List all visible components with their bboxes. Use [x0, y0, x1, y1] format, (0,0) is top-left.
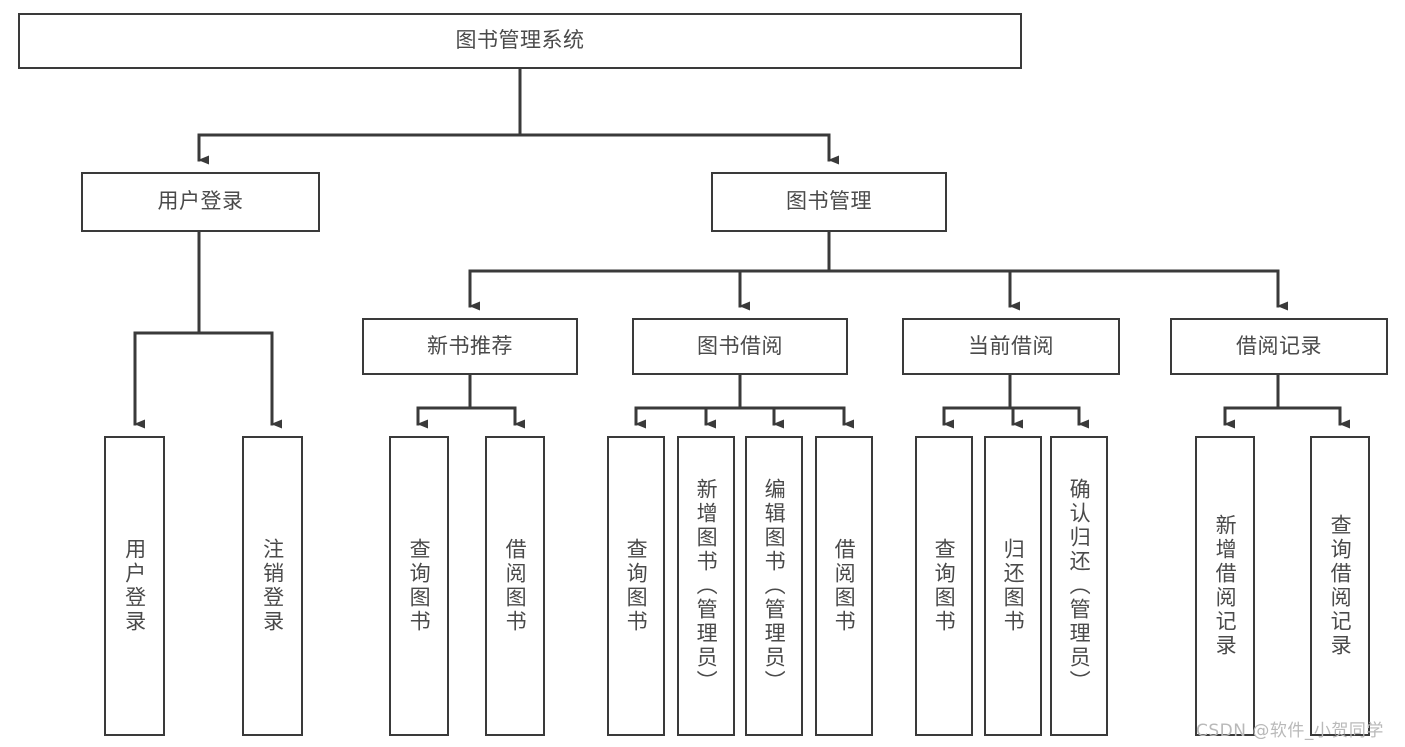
- node-leaf-query-book-label: 查询图书: [624, 538, 649, 634]
- node-leaf-user-login[interactable]: 用户登录: [104, 436, 165, 736]
- node-leaf-confirm-return[interactable]: 确认归还（管理员）: [1050, 436, 1108, 736]
- node-borrow-record-label: 借阅记录: [1236, 333, 1322, 358]
- node-leaf-user-login-label: 用户登录: [122, 538, 147, 634]
- node-leaf-return-book-label: 归还图书: [1001, 538, 1026, 634]
- node-leaf-query-book-cur[interactable]: 查询图书: [915, 436, 973, 736]
- node-leaf-confirm-return-label: 确认归还（管理员）: [1067, 478, 1092, 694]
- node-new-book-rec[interactable]: 新书推荐: [362, 318, 578, 375]
- node-book-borrow[interactable]: 图书借阅: [632, 318, 848, 375]
- node-leaf-return-book[interactable]: 归还图书: [984, 436, 1042, 736]
- node-root-label: 图书管理系统: [455, 28, 585, 53]
- node-borrow-record[interactable]: 借阅记录: [1170, 318, 1388, 375]
- node-user-login-label: 用户登录: [157, 189, 244, 214]
- node-leaf-borrow-book-rec-label: 借阅图书: [503, 538, 528, 634]
- node-leaf-query-book-cur-label: 查询图书: [932, 538, 957, 634]
- node-leaf-query-record[interactable]: 查询借阅记录: [1310, 436, 1370, 736]
- node-current-borrow[interactable]: 当前借阅: [902, 318, 1120, 375]
- node-leaf-add-record[interactable]: 新增借阅记录: [1195, 436, 1255, 736]
- node-current-borrow-label: 当前借阅: [968, 333, 1054, 358]
- node-leaf-add-book[interactable]: 新增图书（管理员）: [677, 436, 735, 736]
- node-leaf-query-book-rec[interactable]: 查询图书: [389, 436, 449, 736]
- node-user-login[interactable]: 用户登录: [81, 172, 320, 232]
- node-new-book-rec-label: 新书推荐: [427, 333, 513, 358]
- node-leaf-add-book-label: 新增图书（管理员）: [694, 478, 719, 694]
- node-leaf-query-book[interactable]: 查询图书: [607, 436, 665, 736]
- node-leaf-edit-book[interactable]: 编辑图书（管理员）: [745, 436, 803, 736]
- node-leaf-borrow-book-label: 借阅图书: [832, 538, 857, 634]
- node-leaf-borrow-book[interactable]: 借阅图书: [815, 436, 873, 736]
- csdn-watermark: CSDN @软件_小贺同学: [1196, 721, 1384, 741]
- node-book-manage[interactable]: 图书管理: [711, 172, 947, 232]
- node-leaf-borrow-book-rec[interactable]: 借阅图书: [485, 436, 545, 736]
- node-leaf-user-logout-label: 注销登录: [260, 538, 285, 634]
- node-book-manage-label: 图书管理: [786, 189, 872, 214]
- node-leaf-edit-book-label: 编辑图书（管理员）: [762, 478, 787, 694]
- node-book-borrow-label: 图书借阅: [697, 333, 783, 358]
- node-leaf-query-record-label: 查询借阅记录: [1328, 514, 1353, 658]
- node-leaf-query-book-rec-label: 查询图书: [407, 538, 432, 634]
- node-leaf-user-logout[interactable]: 注销登录: [242, 436, 303, 736]
- node-leaf-add-record-label: 新增借阅记录: [1213, 514, 1238, 658]
- node-root[interactable]: 图书管理系统: [18, 13, 1022, 69]
